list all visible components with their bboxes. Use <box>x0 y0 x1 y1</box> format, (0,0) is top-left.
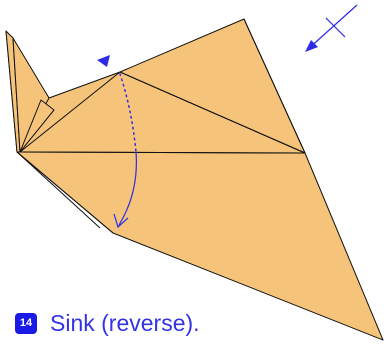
paper-body <box>5 18 384 341</box>
paper-model <box>5 18 384 341</box>
crease-fin-lower <box>16 151 101 229</box>
step-instruction: Sink (reverse). <box>50 310 200 336</box>
push-arrow-crossbar <box>325 17 346 38</box>
push-arrow-shaft <box>306 4 358 51</box>
crease-lines <box>16 18 306 234</box>
inner-flap <box>19 99 55 153</box>
step-number-badge: 14 <box>15 313 37 334</box>
pointer-triangle-icon <box>97 55 110 67</box>
sink-arrow-shaft <box>118 151 137 226</box>
crease-horizontal <box>19 151 306 154</box>
sink-dotted-line <box>119 73 137 153</box>
crease-top-right <box>243 18 306 154</box>
crease-diagonal <box>119 71 306 154</box>
crease-bottom-left <box>16 151 114 234</box>
sink-arrow-head <box>113 213 129 229</box>
sink-arrow-icon <box>113 151 137 229</box>
push-arrow-icon <box>305 4 358 52</box>
push-arrow-head <box>305 40 318 52</box>
